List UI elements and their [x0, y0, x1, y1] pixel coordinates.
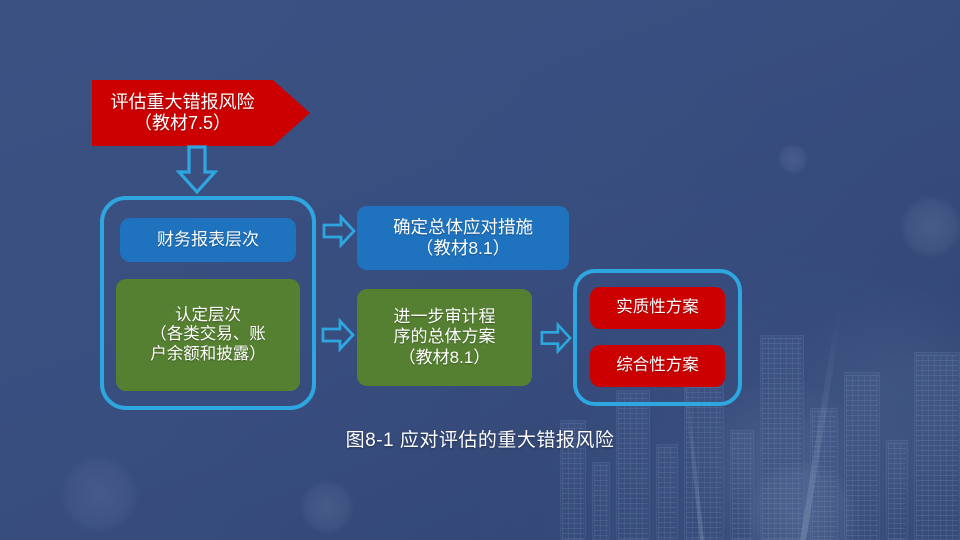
arrow-right-to-overall-icon [322, 214, 356, 248]
figure-caption: 图8-1 应对评估的重大错报风险 [345, 430, 615, 451]
node-comprehensive-plan-label: 综合性方案 [616, 356, 699, 375]
audit-plan-group [573, 269, 742, 406]
node-further-audit-procedures[interactable]: 进一步审计程 序的总体方案 （教材8.1） [357, 289, 532, 386]
risk-assessment-banner-label: 评估重大错报风险 （教材7.5） [110, 91, 255, 133]
arrow-right-to-plans-icon [540, 322, 572, 354]
node-comprehensive-plan[interactable]: 综合性方案 [590, 345, 725, 387]
node-financial-statement-level-label: 财务报表层次 [157, 229, 259, 249]
node-substantive-plan-label: 实质性方案 [616, 298, 699, 317]
arrow-down-icon [176, 145, 218, 195]
node-assertion-level[interactable]: 认定层次 （各类交易、账 户余额和披露） [116, 279, 300, 391]
node-overall-response-label: 确定总体应对措施 （教材8.1） [393, 217, 533, 258]
node-financial-statement-level[interactable]: 财务报表层次 [120, 218, 296, 262]
arrow-right-to-further-icon [321, 318, 355, 352]
risk-level-group [100, 196, 316, 410]
node-further-audit-procedures-label: 进一步审计程 序的总体方案 （教材8.1） [393, 307, 496, 367]
node-assertion-level-label: 认定层次 （各类交易、账 户余额和披露） [150, 305, 266, 363]
node-substantive-plan[interactable]: 实质性方案 [590, 287, 725, 329]
node-overall-response[interactable]: 确定总体应对措施 （教材8.1） [357, 206, 569, 270]
risk-assessment-banner[interactable]: 评估重大错报风险 （教材7.5） [92, 80, 310, 146]
